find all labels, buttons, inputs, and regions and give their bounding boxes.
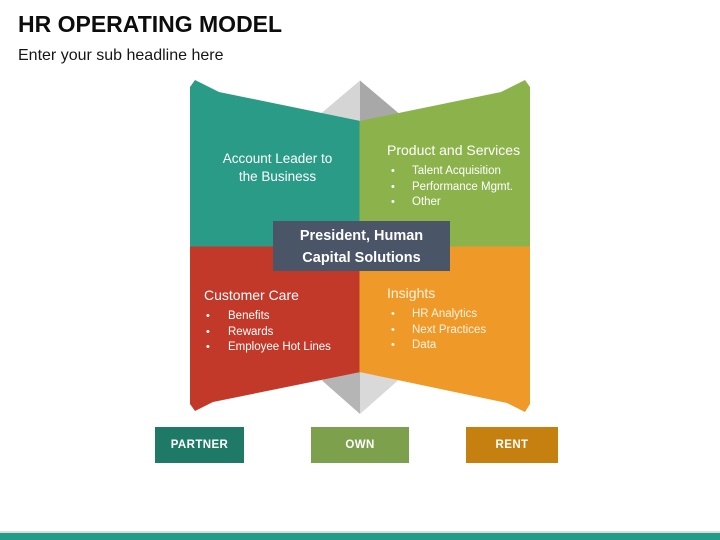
bullet-icon: • xyxy=(391,308,395,320)
list-item: • Next Practices xyxy=(387,323,522,339)
bullet-icon: • xyxy=(391,323,395,336)
account-leader-line2: the Business xyxy=(238,168,317,184)
products-block: Product and Services • Talent Acquisitio… xyxy=(387,141,522,211)
quadrant-products-shape xyxy=(359,80,530,248)
rent-button[interactable]: RENT xyxy=(466,427,558,463)
insights-title: Insights xyxy=(387,285,436,301)
account-leader-line1: Account Leader to xyxy=(222,151,333,166)
bullet-icon: • xyxy=(391,180,395,193)
bullet-icon: • xyxy=(206,341,210,353)
list-item: • Rewards xyxy=(204,325,364,341)
bullet-icon: • xyxy=(391,165,395,177)
customer-care-block: Customer Care • Benefits • Rewards • Emp… xyxy=(204,286,364,356)
center-box-line1: President, Human xyxy=(299,228,424,244)
list-item-label: Data xyxy=(412,339,437,351)
list-item: • Other xyxy=(387,195,522,211)
quadrant-account-leader-shape xyxy=(190,80,361,248)
own-button[interactable]: OWN xyxy=(311,427,409,463)
footer-accent-bar xyxy=(0,533,720,540)
insights-block: Insights • HR Analytics • Next Practices… xyxy=(387,284,522,354)
list-item-label: Talent Acquisition xyxy=(412,165,501,177)
list-item-label: Other xyxy=(412,196,441,208)
list-item-label: Performance Mgmt. xyxy=(412,180,513,193)
account-leader-label: Account Leader to the Business xyxy=(205,150,350,185)
list-item-label: Employee Hot Lines xyxy=(228,341,331,353)
list-item-label: HR Analytics xyxy=(412,308,478,320)
bullet-icon: • xyxy=(206,325,210,338)
list-item: • Data xyxy=(387,338,522,354)
list-item-label: Benefits xyxy=(228,310,270,322)
products-list: • Talent Acquisition • Performance Mgmt.… xyxy=(387,164,522,211)
list-item: • Talent Acquisition xyxy=(387,164,522,180)
center-president-box: President, Human Capital Solutions xyxy=(273,221,450,271)
partner-button[interactable]: PARTNER xyxy=(155,427,244,463)
footer-divider-line xyxy=(0,531,720,533)
list-item: • HR Analytics xyxy=(387,307,522,323)
list-item-label: Rewards xyxy=(228,325,274,338)
list-item: • Employee Hot Lines xyxy=(204,340,364,356)
bullet-icon: • xyxy=(391,339,395,351)
center-box-line2: Capital Solutions xyxy=(302,250,421,266)
list-item-label: Next Practices xyxy=(412,323,487,336)
list-item: • Performance Mgmt. xyxy=(387,180,522,196)
insights-list: • HR Analytics • Next Practices • Data xyxy=(387,307,522,354)
products-title: Product and Services xyxy=(387,142,521,158)
page-subtitle: Enter your sub headline here xyxy=(18,47,224,64)
quadrant-insights-shape xyxy=(359,246,530,412)
customer-care-title: Customer Care xyxy=(204,287,299,303)
page-title: HR OPERATING MODEL xyxy=(18,11,283,37)
list-item: • Benefits xyxy=(204,309,364,325)
bullet-icon: • xyxy=(391,196,395,208)
customer-care-list: • Benefits • Rewards • Employee Hot Line… xyxy=(204,309,364,356)
bullet-icon: • xyxy=(206,310,210,322)
quadrant-customer-care-shape xyxy=(190,246,361,411)
